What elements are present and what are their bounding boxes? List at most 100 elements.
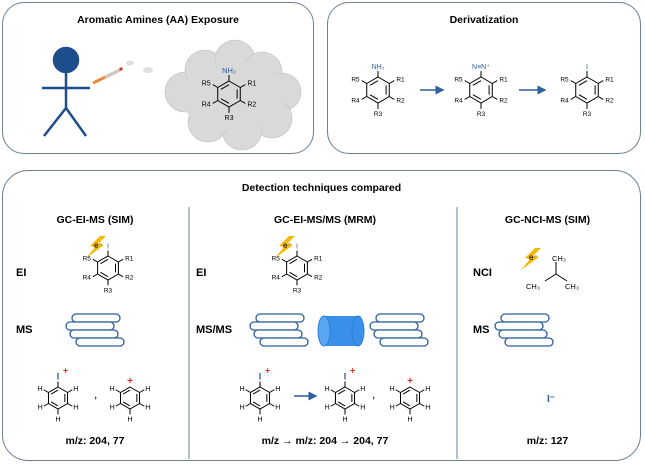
ei-col1-bond xyxy=(92,258,98,263)
col3-ms-label: MS xyxy=(473,324,490,336)
col2-ms-label: MS/MS xyxy=(196,324,233,336)
deriv-amine-bond xyxy=(361,80,367,84)
deriv-iodo-substituent: R3 xyxy=(583,111,592,118)
frag-col2-phenyl-bond xyxy=(419,403,425,407)
frag-col1-phenyl-bond xyxy=(139,403,145,407)
quadrupole-stack-col2-a xyxy=(249,313,309,347)
deriv-iodo-double-bond xyxy=(578,94,588,100)
ei-col1-substituent: R2 xyxy=(125,275,134,282)
electron-label-2: e⁻ xyxy=(283,241,292,250)
exposure-title: Aromatic Amines (AA) Exposure xyxy=(77,14,239,26)
deriv-amine-double-bond xyxy=(369,94,379,100)
deriv-iodo-top-group: I xyxy=(586,64,588,71)
deriv-iodo-bond xyxy=(570,96,576,100)
frag-col1-phenyl-double-bond xyxy=(122,389,131,395)
ei-col2-substituent: R3 xyxy=(293,287,302,294)
ch3-label-3: CH₃ xyxy=(565,282,579,291)
frag-col2-precursor-bond xyxy=(245,403,251,407)
isobutane-structure xyxy=(544,262,568,282)
frag-col2-iodo-bond xyxy=(330,403,336,407)
frag-col2-iodo-double-bond xyxy=(337,389,346,395)
frag-col2-precursor-hydrogen: H xyxy=(257,417,262,424)
frag-col1-iodo-double-bond xyxy=(50,401,59,407)
frag-col2-precursor-charge: + xyxy=(265,366,270,376)
ch3-label-2: CH₃ xyxy=(526,282,540,291)
col1-title: GC-EI-MS (SIM) xyxy=(56,214,134,226)
deriv-diazonium-substituent: R4 xyxy=(454,97,463,104)
deriv-amine-substituent: R3 xyxy=(374,111,383,118)
deriv-iodo-substituent: R5 xyxy=(560,77,569,84)
frag-col2-phenyl-bond xyxy=(395,403,401,407)
deriv-diazonium-double-bond xyxy=(472,80,482,86)
ei-col2-bond xyxy=(281,273,287,278)
deriv-amine-double-bond xyxy=(369,80,379,86)
frag-col1-iodo-bond xyxy=(67,403,73,407)
frag-col2-phenyl-hydrogen: H xyxy=(407,417,412,424)
ei-col1-bond xyxy=(118,273,124,278)
frag-col2-phenyl-bond xyxy=(395,389,401,393)
frag-col1-phenyl-bond xyxy=(115,403,121,407)
deriv-diazonium-substituent: R5 xyxy=(454,77,463,84)
ei-col2-bond xyxy=(307,258,313,263)
exposure-aa-top-group: NH₂ xyxy=(222,66,236,75)
deriv-amine-bond xyxy=(389,96,395,100)
deriv-diazonium-double-bond xyxy=(472,94,482,100)
cigarette-icon xyxy=(92,60,153,85)
frag-col2-iodo-double-bond xyxy=(337,401,346,407)
frag-col2-iodo-charge: + xyxy=(350,366,355,376)
ei-col2-top-group: I xyxy=(296,244,298,251)
col1-ms-label: MS xyxy=(16,324,33,336)
frag-col2-iodo-bond xyxy=(354,403,360,407)
frag-col1-phenyl-bond xyxy=(139,389,145,393)
frag-col2-precursor-bond xyxy=(269,403,275,407)
ei-col2-substituent: R5 xyxy=(272,255,281,262)
frag-col2-phenyl-bond xyxy=(419,389,425,393)
smoke-cloud xyxy=(164,39,302,151)
ei-col1-substituent: R3 xyxy=(104,287,113,294)
frag-col1-phenyl-hydrogen: H xyxy=(110,386,115,393)
deriv-diazonium-bond xyxy=(464,80,470,84)
frag-col1-phenyl-hydrogen: H xyxy=(145,386,150,393)
frag-col2-iodo-hydrogen: H xyxy=(342,417,347,424)
ei-col1-top-group: I xyxy=(107,244,109,251)
frag-col2-iodo-hydrogen: H xyxy=(325,386,330,393)
deriv-iodo-bond xyxy=(598,80,604,84)
exposure-aa-bond xyxy=(240,100,246,104)
frag-col2-iodo-bond xyxy=(330,389,336,393)
ei-col1-double-bond xyxy=(100,271,109,278)
deriv-amine-substituent: R4 xyxy=(351,97,360,104)
comma-col1: , xyxy=(94,387,97,401)
frag-col1-iodo-bond xyxy=(43,403,49,407)
frag-col2-precursor-double-bond xyxy=(252,389,261,395)
exposure-aa-bond xyxy=(240,84,246,88)
ei-col2-substituent: R1 xyxy=(314,255,323,262)
ei-col1-substituent: R1 xyxy=(125,255,134,262)
frag-col2-precursor-hydrogen: H xyxy=(240,386,245,393)
deriv-amine-substituent: R1 xyxy=(396,77,405,84)
exposure-aa-substituent: R4 xyxy=(202,101,211,108)
frag-col2-precursor-hydrogen: H xyxy=(275,404,280,411)
frag-col1-iodo-hydrogen: H xyxy=(38,386,43,393)
frag-col1-phenyl-double-bond xyxy=(122,401,131,407)
deriv-iodo-substituent: R2 xyxy=(605,97,614,104)
exposure-aa-bond xyxy=(212,100,218,104)
col3-title: GC-NCI-MS (SIM) xyxy=(504,214,591,226)
deriv-diazonium-bond xyxy=(492,80,498,84)
ei-col2-bond xyxy=(307,273,313,278)
frag-col2-iodo-hydrogen: H xyxy=(360,386,365,393)
frag-col1-iodo-charge: + xyxy=(63,366,68,376)
frag-col2-precursor-bond xyxy=(245,389,251,393)
derivatization-title: Derivatization xyxy=(449,14,519,26)
ei-col2-substituent: R2 xyxy=(314,275,323,282)
frag-col2-phenyl-hydrogen: H xyxy=(425,404,430,411)
frag-col2-precursor-double-bond xyxy=(252,401,261,407)
col3-mz: m/z: 127 xyxy=(526,435,569,447)
frag-col1-phenyl-charge: + xyxy=(127,376,133,387)
frag-col2-phenyl-hydrogen: H xyxy=(425,386,430,393)
collision-cell-icon xyxy=(317,315,365,347)
deriv-iodo-substituent: R4 xyxy=(560,97,569,104)
frag-col1-iodo-hydrogen: H xyxy=(73,386,78,393)
deriv-diazonium-top-group: N≡N⁺ xyxy=(472,64,490,71)
col2-mz: m/z → m/z: 204 → 204, 77 xyxy=(261,435,389,447)
